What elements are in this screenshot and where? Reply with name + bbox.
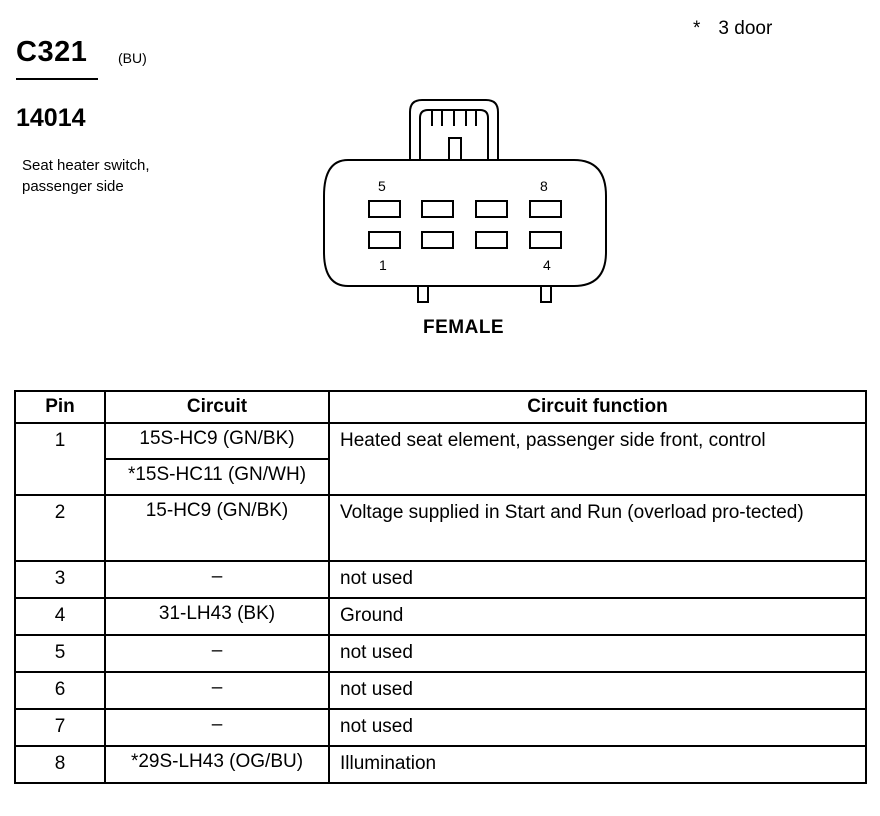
pin-cavity-1 [368, 231, 401, 249]
circuit-function: not used [328, 634, 867, 673]
connector-id-underline [16, 78, 98, 80]
circuit-code: – [104, 634, 330, 673]
pin-label-1: 1 [379, 257, 387, 273]
connector-description: Seat heater switch, passenger side [22, 157, 150, 195]
part-number: 14014 [16, 104, 86, 132]
pin-label-5: 5 [378, 178, 386, 194]
pin-number: 1 [14, 422, 106, 496]
circuit-function: Illumination [328, 745, 867, 784]
table-header-row: Pin Circuit Circuit function [14, 390, 867, 424]
header-circuit: Circuit [104, 390, 330, 424]
pin-cavity-5 [368, 200, 401, 218]
circuit-cell: 15S-HC9 (GN/BK) *15S-HC11 (GN/WH) [104, 422, 330, 496]
pin-number: 2 [14, 494, 106, 562]
locking-tab [409, 99, 499, 160]
connector-body [323, 159, 607, 287]
table-row: 7 – not used [14, 708, 867, 747]
pin-number: 7 [14, 708, 106, 747]
pin-number: 6 [14, 671, 106, 710]
circuit-code: – [104, 708, 330, 747]
table-row: 1 15S-HC9 (GN/BK) *15S-HC11 (GN/WH) Heat… [14, 422, 867, 496]
pin-label-4: 4 [543, 257, 551, 273]
pin-label-8: 8 [540, 178, 548, 194]
pin-cavity-8 [529, 200, 562, 218]
header-circuit-function: Circuit function [328, 390, 867, 424]
connector-foot-left [417, 285, 429, 303]
circuit-function: Heated seat element, passenger side fron… [328, 422, 867, 496]
pin-number: 5 [14, 634, 106, 673]
table-row: 6 – not used [14, 671, 867, 710]
footnote-text: 3 door [718, 18, 773, 39]
connector-color-code: (BU) [118, 50, 147, 66]
pin-number: 3 [14, 560, 106, 599]
connector-face-diagram: 5 8 1 4 [323, 99, 607, 303]
header-pin: Pin [14, 390, 106, 424]
pinout-table: Pin Circuit Circuit function 1 15S-HC9 (… [14, 390, 867, 784]
table-row: 2 15-HC9 (GN/BK) Voltage supplied in Sta… [14, 494, 867, 562]
circuit-code: 15-HC9 (GN/BK) [104, 494, 330, 562]
circuit-function: Ground [328, 597, 867, 636]
footnote: * 3 door [693, 18, 772, 40]
pin-number: 8 [14, 745, 106, 784]
table-row: 4 31-LH43 (BK) Ground [14, 597, 867, 636]
circuit-code: *15S-HC11 (GN/WH) [106, 458, 328, 494]
pin-cavity-4 [529, 231, 562, 249]
connector-foot-right [540, 285, 552, 303]
circuit-code: – [104, 560, 330, 599]
circuit-function: Voltage supplied in Start and Run (overl… [328, 494, 867, 562]
table-row: 3 – not used [14, 560, 867, 599]
circuit-function: not used [328, 671, 867, 710]
connector-id: C321 [16, 36, 88, 68]
circuit-code: – [104, 671, 330, 710]
pin-number: 4 [14, 597, 106, 636]
table-row: 5 – not used [14, 634, 867, 673]
circuit-code: 15S-HC9 (GN/BK) [139, 428, 295, 449]
footnote-marker: * [693, 18, 701, 39]
connector-gender: FEMALE [423, 317, 505, 338]
circuit-function: not used [328, 560, 867, 599]
circuit-function: not used [328, 708, 867, 747]
circuit-code: 31-LH43 (BK) [104, 597, 330, 636]
pin-cavity-6 [421, 200, 454, 218]
pin-cavity-7 [475, 200, 508, 218]
circuit-code: *29S-LH43 (OG/BU) [104, 745, 330, 784]
pin-cavity-2 [421, 231, 454, 249]
table-row: 8 *29S-LH43 (OG/BU) Illumination [14, 745, 867, 784]
pin-cavity-3 [475, 231, 508, 249]
